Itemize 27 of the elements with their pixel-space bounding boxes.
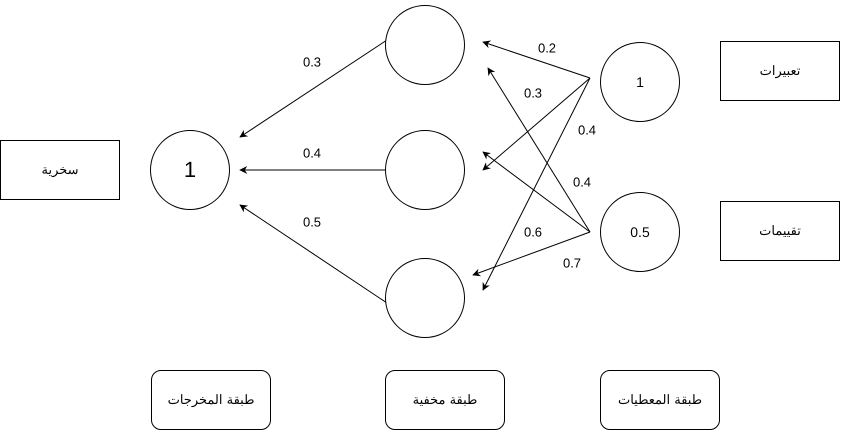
arrow [239,166,386,174]
edge-label: 0.4 [302,146,322,160]
arrow [488,67,590,232]
neuron-circle: 0.5 [600,192,680,272]
edge-label: 0.4 [576,122,598,138]
edge-label: 0.4 [572,174,592,190]
edge-label: 0.2 [536,40,558,56]
neuron-circle: 1 [600,42,680,122]
layer-label-box: طبقة مخفية [385,370,505,430]
arrow [239,204,388,304]
edge-label: 0.3 [302,54,322,70]
edge-label: 0.5 [302,214,322,230]
neuron-circle: 1 [150,130,230,210]
edge-label: 0.7 [562,256,582,270]
arrow [482,40,590,78]
arrow [482,78,590,171]
label-box: تقييمات [720,201,840,261]
edge-label: 0.3 [522,86,544,100]
arrow [472,232,590,276]
layer-label-box: طبقة المعطيات [600,370,720,430]
arrow [482,78,590,291]
label-box: سخرية [0,140,120,200]
arrow [482,152,590,232]
layer-label-box: طبقة المخرجات [151,370,271,430]
label-box: تعبيرات [720,41,840,101]
arrow [239,40,388,138]
edge-label: 0.6 [522,224,544,240]
